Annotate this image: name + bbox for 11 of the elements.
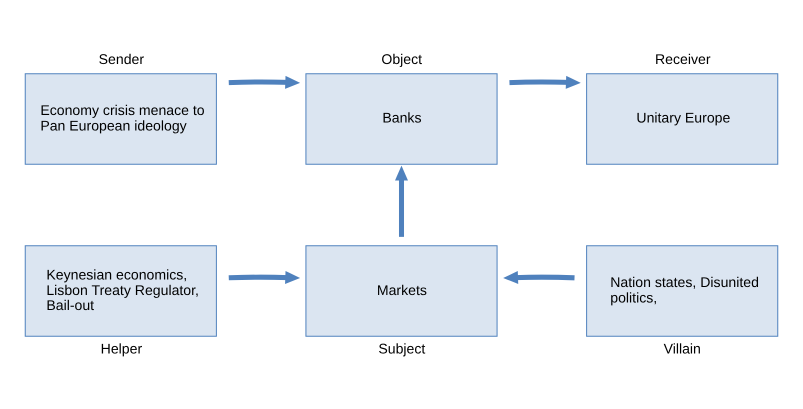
node-label: Villain bbox=[664, 340, 701, 357]
node-label: Object bbox=[381, 50, 422, 67]
node-label: Receiver bbox=[655, 50, 711, 67]
node-label: Helper bbox=[100, 340, 142, 357]
arrow bbox=[503, 271, 575, 284]
arrow bbox=[228, 271, 300, 284]
arrow bbox=[509, 76, 581, 89]
arrow bbox=[395, 166, 408, 237]
arrow bbox=[228, 76, 300, 89]
node-label: Subject bbox=[378, 340, 426, 357]
node-label: Sender bbox=[98, 50, 144, 67]
